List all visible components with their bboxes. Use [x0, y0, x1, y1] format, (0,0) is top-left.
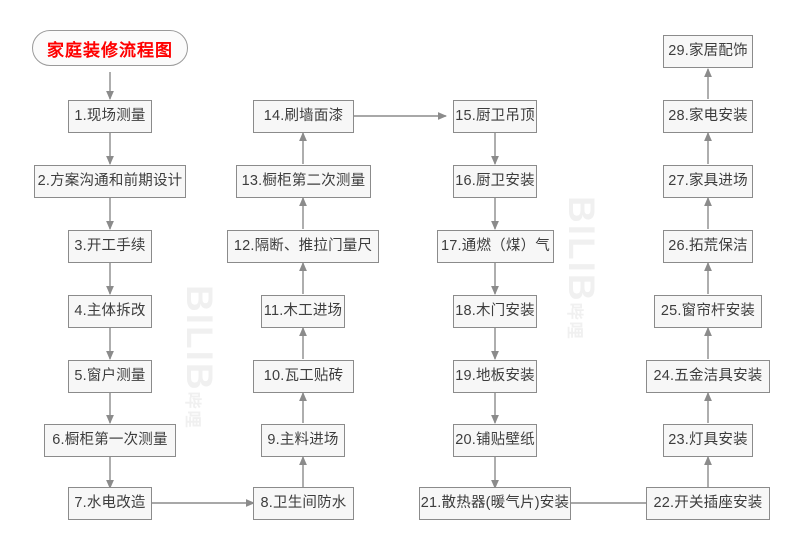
node-1[interactable]: 1.现场测量 [68, 100, 152, 133]
node-13[interactable]: 13.橱柜第二次测量 [236, 165, 371, 198]
watermark-text-cn: 哔哩 [565, 302, 584, 341]
node-22[interactable]: 22.开关插座安装 [646, 487, 770, 520]
watermark-bilibili-left: BILIB哔哩 [179, 285, 220, 430]
node-15[interactable]: 15.厨卫吊顶 [453, 100, 537, 133]
node-21[interactable]: 21.散热器(暖气片)安装 [419, 487, 571, 520]
node-18[interactable]: 18.木门安装 [453, 295, 537, 328]
node-9[interactable]: 9.主料进场 [261, 424, 345, 457]
node-17[interactable]: 17.通燃（煤）气 [437, 230, 554, 263]
node-7[interactable]: 7.水电改造 [68, 487, 152, 520]
node-11[interactable]: 11.木工进场 [261, 295, 345, 328]
node-16[interactable]: 16.厨卫安装 [453, 165, 537, 198]
chart-title: 家庭装修流程图 [32, 30, 188, 66]
node-29[interactable]: 29.家居配饰 [663, 35, 753, 68]
watermark-text: BILIB [179, 285, 220, 392]
node-12[interactable]: 12.隔断、推拉门量尺 [227, 230, 379, 263]
node-20[interactable]: 20.铺贴壁纸 [453, 424, 537, 457]
node-4[interactable]: 4.主体拆改 [68, 295, 152, 328]
node-3[interactable]: 3.开工手续 [68, 230, 152, 263]
node-8[interactable]: 8.卫生间防水 [253, 487, 354, 520]
node-28[interactable]: 28.家电安装 [663, 100, 753, 133]
node-26[interactable]: 26.拓荒保洁 [663, 230, 753, 263]
node-10[interactable]: 10.瓦工贴砖 [253, 360, 354, 393]
node-14[interactable]: 14.刷墙面漆 [253, 100, 354, 133]
node-27[interactable]: 27.家具进场 [663, 165, 753, 198]
node-24[interactable]: 24.五金洁具安装 [646, 360, 770, 393]
node-23[interactable]: 23.灯具安装 [663, 424, 753, 457]
node-19[interactable]: 19.地板安装 [453, 360, 537, 393]
watermark-text: BILIB [561, 196, 602, 303]
watermark-bilibili-right: BILIB哔哩 [561, 196, 602, 341]
node-5[interactable]: 5.窗户测量 [68, 360, 152, 393]
node-2[interactable]: 2.方案沟通和前期设计 [34, 165, 186, 198]
node-25[interactable]: 25.窗帘杆安装 [654, 295, 762, 328]
watermark-text-cn: 哔哩 [183, 391, 202, 430]
node-6[interactable]: 6.橱柜第一次测量 [44, 424, 176, 457]
